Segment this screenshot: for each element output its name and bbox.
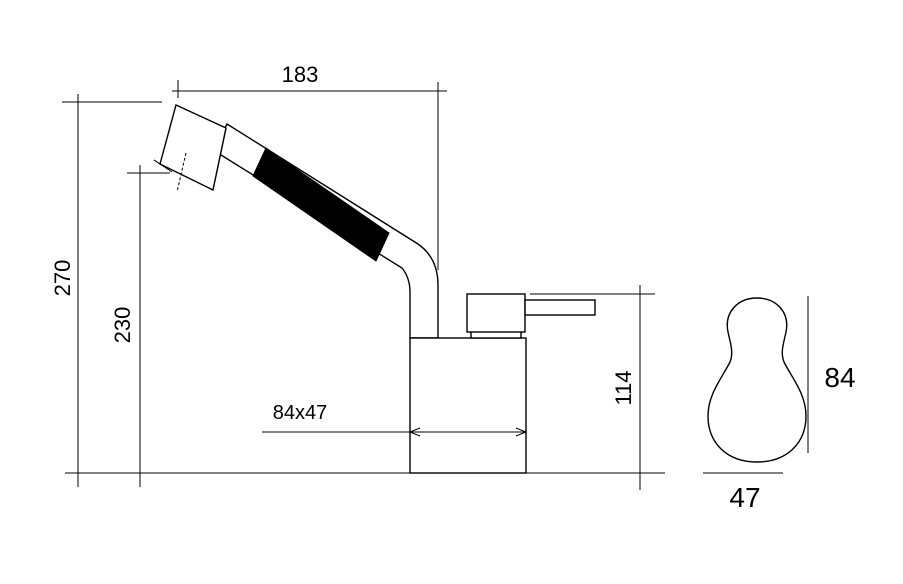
base-length-label: 84 [824, 362, 855, 393]
total-height-label: 270 [50, 260, 75, 297]
outlet-height-dimension: 230 [110, 165, 170, 487]
base-width-label: 47 [729, 482, 760, 513]
base-size-label: 84x47 [273, 402, 328, 424]
lever-handle [466, 293, 596, 339]
spray-head [153, 104, 227, 193]
spout-reach-dimension: 183 [172, 62, 447, 270]
spout-reach-label: 183 [282, 62, 319, 87]
total-height-dimension: 270 [50, 94, 162, 487]
base-size-dimension: 84x47 [262, 402, 528, 437]
spout-grip [252, 147, 390, 262]
body-height-label: 114 [611, 370, 636, 405]
faucet-body [409, 337, 527, 474]
spout-tube [212, 123, 439, 339]
outlet-height-label: 230 [110, 307, 135, 344]
body-height-dimension: 114 [530, 285, 655, 490]
base-footprint: 84 47 [703, 296, 856, 513]
